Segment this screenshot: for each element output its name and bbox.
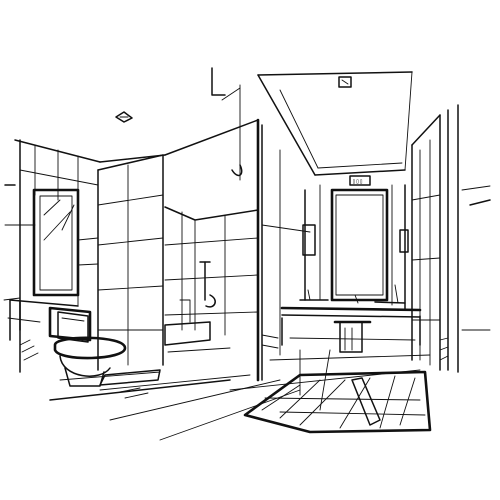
hatching xyxy=(19,334,449,399)
shower-head xyxy=(199,261,216,308)
sign-text: ▯▯▯ xyxy=(352,178,363,185)
central-column xyxy=(211,67,311,382)
shower-bench xyxy=(164,299,231,353)
shower-wall xyxy=(164,206,259,336)
right-back-wall xyxy=(302,184,409,311)
left-wall xyxy=(3,139,99,331)
toilet xyxy=(53,311,127,387)
vanity-mirror xyxy=(330,188,389,302)
ceiling-light xyxy=(338,76,352,88)
vanity-counter xyxy=(280,284,422,346)
right-wall xyxy=(447,104,491,373)
towel xyxy=(333,320,372,353)
shower-partition xyxy=(97,154,164,371)
floor xyxy=(49,349,431,441)
ceiling-light xyxy=(115,111,133,123)
exit-sign: ▯▯▯ xyxy=(349,175,371,186)
left-sink xyxy=(7,299,92,373)
ceiling xyxy=(14,71,413,176)
tall-cabinet xyxy=(411,114,441,371)
floor-rug xyxy=(243,370,432,434)
wall-mirror xyxy=(32,188,80,297)
